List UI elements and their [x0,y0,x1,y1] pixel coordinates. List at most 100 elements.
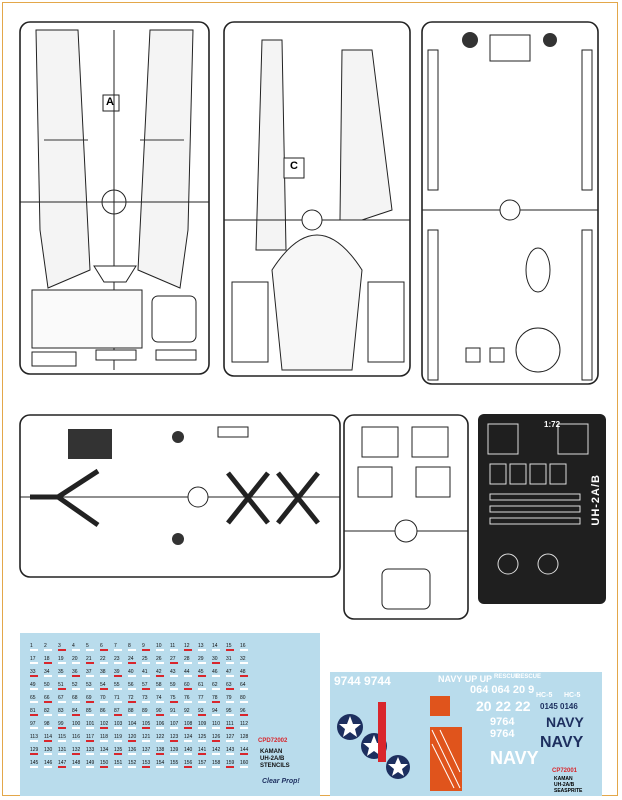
photo-etch-drawing [487,423,589,575]
stencil-number: 2 [44,643,47,649]
stencil-mark [72,740,80,742]
stencil-mark [100,649,108,651]
stencil-number: 8 [128,643,131,649]
stencil-number: 117 [86,734,94,740]
stencil-number: 60 [184,682,190,688]
stencil-number: 94 [212,708,218,714]
stencil-code: CPD72002 [258,738,288,744]
stencil-number: 127 [226,734,235,740]
stencil-number: 41 [142,669,148,675]
stencil-mark [170,701,178,703]
stencil-mark [30,766,38,768]
sprue-f [342,413,470,621]
stencil-mark [72,753,80,755]
photo-etch-title: UH-2A/B [590,474,602,526]
code-22-a: 22 [495,698,512,714]
stencil-mark [240,688,248,690]
stencil-mark [100,740,108,742]
stencil-number: 80 [240,695,246,701]
stencil-mark [156,740,164,742]
stencil-mark [170,727,178,729]
stencil-mark [30,675,38,677]
stencil-number: 13 [198,643,204,649]
stencil-mark [198,714,206,716]
stencil-mark [184,662,192,664]
stencil-number: 51 [58,682,64,688]
stencil-number: 29 [198,656,204,662]
stencil-number: 61 [198,682,204,688]
stencil-number: 30 [212,656,218,662]
serial-row: 9744 9744 [334,674,391,688]
stencil-label-line1: KAMAN [260,749,283,755]
stencil-number: 143 [226,747,235,753]
stencil-mark [226,714,234,716]
stencil-mark [128,766,136,768]
code-row-2: 20 22 22 [476,698,531,714]
stencil-number: 47 [226,669,232,675]
stencil-number: 134 [100,747,109,753]
stencil-number: 33 [30,669,36,675]
stencil-mark [240,727,248,729]
stencil-number: 53 [86,682,92,688]
marking-label: KAMAN UH-2A/B SEASPRITE [554,776,582,794]
stencil-mark [184,688,192,690]
stencil-number: 58 [156,682,162,688]
stencil-number: 119 [114,734,122,740]
stencil-number: 128 [240,734,249,740]
stencil-number: 97 [30,721,36,727]
stencil-number: 4 [72,643,75,649]
stencil-label: KAMAN UH-2A/B STENCILS [260,749,290,770]
sprue-b: C [222,20,412,380]
stencil-number: 63 [226,682,232,688]
decal-sheet-markings: 9744 9744 NAVY UP UP RESCUE RESCUE 064 0… [330,672,602,796]
stencil-mark [44,766,52,768]
stencil-mark [72,701,80,703]
stencil-mark [58,740,66,742]
stencil-number: 28 [184,656,190,662]
stencil-number: 73 [142,695,148,701]
stencil-number: 23 [114,656,120,662]
stencil-number: 72 [128,695,134,701]
stencil-mark [142,649,150,651]
stencil-mark [44,649,52,651]
stencil-mark [72,766,80,768]
stencil-mark [156,688,164,690]
stencil-mark [114,714,122,716]
stencil-number: 67 [58,695,64,701]
stencil-mark [212,714,220,716]
stencil-number: 102 [100,721,109,727]
stencil-mark [156,727,164,729]
stencil-mark [212,675,220,677]
stencil-number: 49 [30,682,36,688]
stencil-number: 101 [86,721,95,727]
stencil-number: 25 [142,656,148,662]
stencil-mark [170,753,178,755]
stencil-number: 52 [72,682,78,688]
stencil-number: 31 [226,656,232,662]
stencil-number: 159 [226,760,235,766]
stencil-mark [114,740,122,742]
stencil-mark [226,701,234,703]
stencil-number: 149 [86,760,95,766]
stencil-number: 156 [184,760,193,766]
stencil-number: 57 [142,682,148,688]
stencil-mark [100,701,108,703]
stencil-number: 136 [128,747,137,753]
stencil-mark [212,753,220,755]
serial-row-2: 9764 9764 [490,716,514,740]
stencil-number: 91 [170,708,176,714]
stencil-mark [58,675,66,677]
code-064-a: 064 [470,684,489,696]
stencil-number: 135 [114,747,123,753]
stencil-number: 9 [142,643,145,649]
stencil-mark [198,753,206,755]
stencil-number: 14 [212,643,218,649]
stencil-mark [156,701,164,703]
stencil-mark [128,649,136,651]
stencil-number: 85 [86,708,92,714]
stencil-number: 108 [184,721,193,727]
stencil-mark [240,662,248,664]
stencil-number: 38 [100,669,106,675]
stencil-mark [100,766,108,768]
stencil-mark [44,688,52,690]
